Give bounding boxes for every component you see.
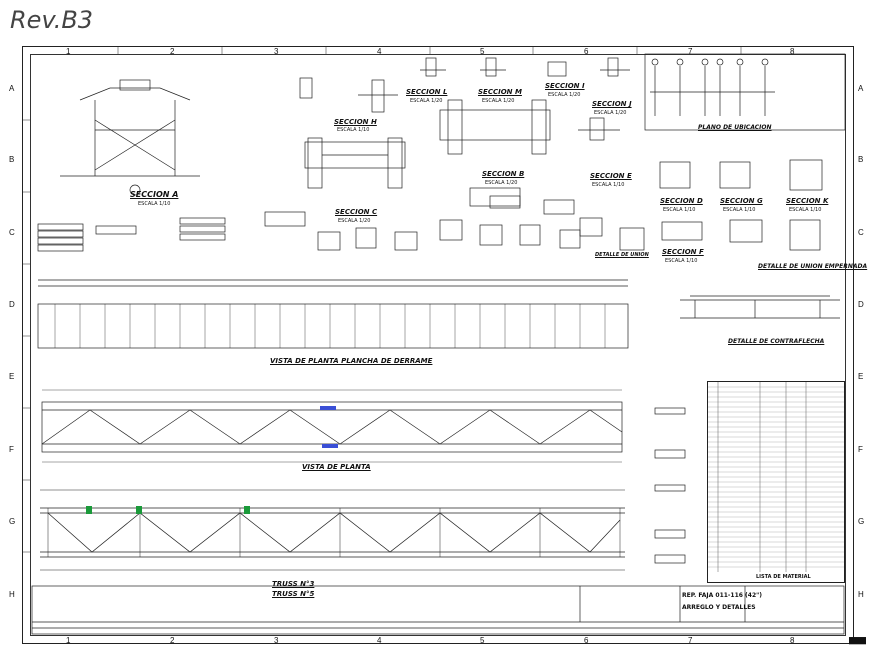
column-number: 5 xyxy=(480,47,485,56)
scale-label: ESCALA 1/10 xyxy=(789,207,822,213)
drawing-frame xyxy=(22,46,854,644)
column-number: 1 xyxy=(66,47,71,56)
column-number: 2 xyxy=(170,636,175,645)
column-number: 8 xyxy=(790,636,795,645)
column-number: 6 xyxy=(584,47,589,56)
column-number: 4 xyxy=(377,47,382,56)
scale-label: ESCALA 1/10 xyxy=(665,258,698,264)
row-letter: E xyxy=(9,372,15,381)
row-letter: H xyxy=(858,590,864,599)
corner-mark: ▀▀ xyxy=(848,637,866,651)
section-l-label: SECCION L xyxy=(406,88,448,96)
column-number: 3 xyxy=(274,47,279,56)
scale-label: ESCALA 1/10 xyxy=(723,207,756,213)
scale-label: ESCALA 1/10 xyxy=(592,182,625,188)
revision-label: Rev.B3 xyxy=(10,6,94,34)
column-number: 3 xyxy=(274,636,279,645)
section-i-label: SECCION I xyxy=(545,82,585,90)
row-letter: G xyxy=(9,517,16,526)
column-number: 2 xyxy=(170,47,175,56)
row-letter: A xyxy=(858,84,864,93)
detalle-union-empernada-label: DETALLE DE UNION EMPERNADA xyxy=(758,263,868,270)
drawing-inner-frame xyxy=(30,54,846,636)
column-number: 4 xyxy=(377,636,382,645)
column-number: 6 xyxy=(584,636,589,645)
drawing-title-line2: ARREGLO Y DETALLES xyxy=(682,604,756,611)
column-number: 8 xyxy=(790,47,795,56)
detalle-contraflecha-label: DETALLE DE CONTRAFLECHA xyxy=(728,338,825,345)
section-m-label: SECCION M xyxy=(478,88,522,96)
section-a-label: SECCION A xyxy=(130,190,179,199)
column-number: 7 xyxy=(688,636,693,645)
row-letter: F xyxy=(858,445,863,454)
scale-label: ESCALA 1/20 xyxy=(594,110,627,116)
row-letter: E xyxy=(858,372,864,381)
section-b-label: SECCION B xyxy=(482,170,525,178)
bill-of-materials-table xyxy=(707,381,845,583)
scale-label: ESCALA 1/10 xyxy=(337,127,370,133)
vista-planta-label: VISTA DE PLANTA xyxy=(302,463,371,471)
vista-planta-derrame-label: VISTA DE PLANTA PLANCHA DE DERRAME xyxy=(270,357,433,365)
row-letter: C xyxy=(858,228,864,237)
column-number: 7 xyxy=(688,47,693,56)
section-h-label: SECCION H xyxy=(334,118,377,126)
scale-label: ESCALA 1/10 xyxy=(663,207,696,213)
drawing-title-line1: REP. FAJA 011-116 (42") xyxy=(682,592,762,599)
section-g-label: SECCION G xyxy=(720,197,763,205)
row-letter: B xyxy=(9,155,15,164)
section-c-label: SECCION C xyxy=(335,208,378,216)
scale-label: ESCALA 1/20 xyxy=(548,92,581,98)
column-number: 1 xyxy=(66,636,71,645)
row-letter: F xyxy=(9,445,14,454)
scale-label: ESCALA 1/20 xyxy=(485,180,518,186)
row-letter: D xyxy=(9,300,15,309)
row-letter: H xyxy=(9,590,15,599)
bom-grid xyxy=(708,382,844,572)
row-letter: C xyxy=(9,228,15,237)
column-number: 5 xyxy=(480,636,485,645)
truss5-label: TRUSS N°5 xyxy=(272,590,315,598)
section-d-label: SECCION D xyxy=(660,197,703,205)
row-letter: B xyxy=(858,155,864,164)
section-k-label: SECCION K xyxy=(786,197,829,205)
scale-label: ESCALA 1/20 xyxy=(410,98,443,104)
detalle-union-label: DETALLE DE UNION xyxy=(595,252,649,258)
scale-label: ESCALA 1/10 xyxy=(138,201,171,207)
row-letter: D xyxy=(858,300,864,309)
section-j-label: SECCION J xyxy=(592,100,632,108)
section-e-label: SECCION E xyxy=(590,172,632,180)
scale-label: ESCALA 1/20 xyxy=(338,218,371,224)
plano-ubicacion-label: PLANO DE UBICACION xyxy=(698,124,772,131)
scale-label: ESCALA 1/20 xyxy=(482,98,515,104)
row-letter: A xyxy=(9,84,15,93)
truss3-label: TRUSS N°3 xyxy=(272,580,315,588)
row-letter: G xyxy=(858,517,865,526)
section-f-label: SECCION F xyxy=(662,248,704,256)
bom-title: LISTA DE MATERIAL xyxy=(756,574,811,580)
